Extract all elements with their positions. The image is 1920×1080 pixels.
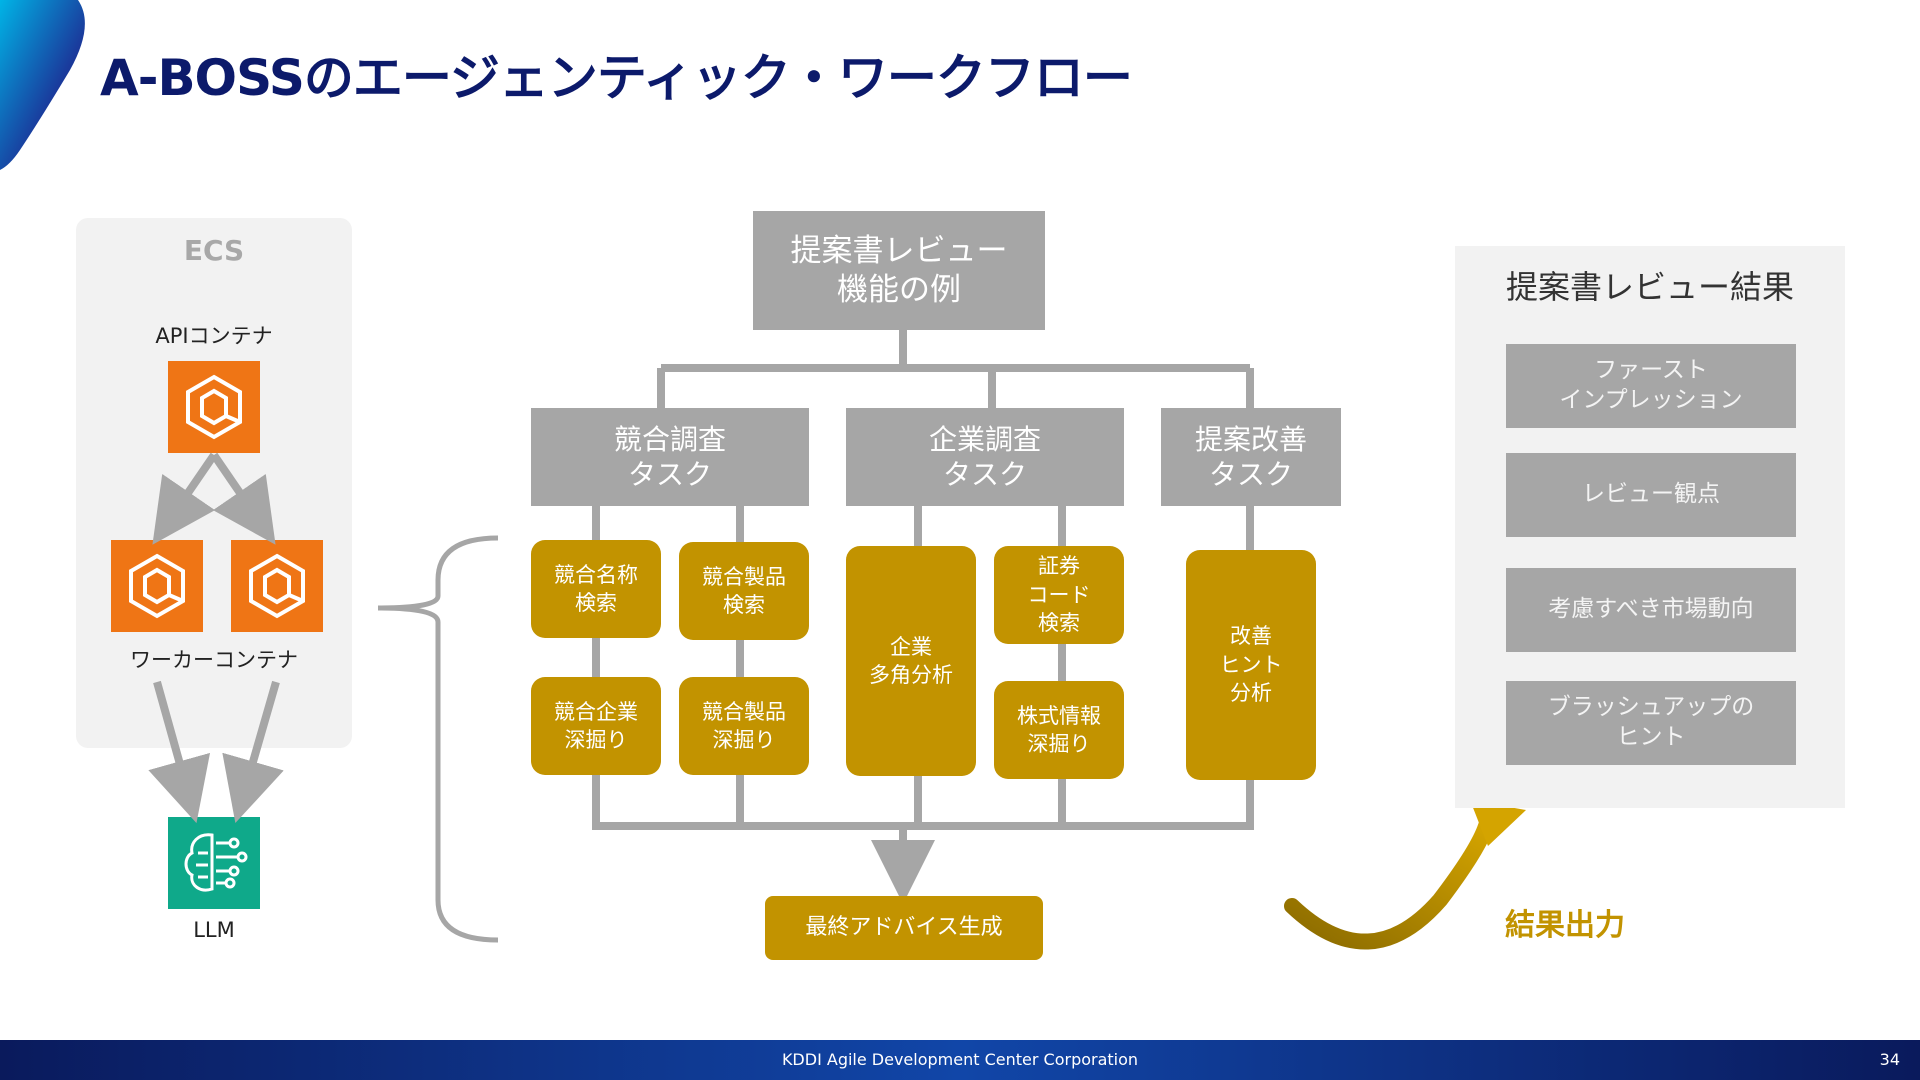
- result-output-arrowhead: [1470, 800, 1526, 846]
- worker-container-label: ワーカーコンテナ: [130, 648, 298, 672]
- arrow-worker-to-llm-left: [148, 680, 211, 824]
- result-first-impression: ファースト インプレッション: [1506, 344, 1796, 428]
- api-container-label: APIコンテナ: [155, 324, 273, 348]
- worker-container-icon: [111, 540, 203, 632]
- ecs-title: ECS: [183, 234, 245, 267]
- workflow-brace: [377, 535, 499, 943]
- result-brushup-hints: ブラッシュアップの ヒント: [1506, 681, 1796, 765]
- slide-title: A-BOSSのエージェンティック・ワークフロー: [100, 49, 1133, 107]
- workflow-root: 提案書レビュー 機能の例: [753, 211, 1045, 330]
- ecs-container-icon: [186, 374, 242, 440]
- result-output-label: 結果出力: [1505, 908, 1625, 943]
- task-competitor-research: 競合調査 タスク: [531, 408, 809, 506]
- corner-decoration: [0, 0, 85, 170]
- ecs-container-icon: [129, 553, 185, 619]
- arrow-worker-to-llm-right: [222, 680, 284, 824]
- final-advice-generation: 最終アドバイス生成: [765, 896, 1043, 960]
- arrow-api-to-worker-left: [152, 452, 218, 545]
- api-container-icon: [168, 361, 260, 453]
- llm-icon: [168, 817, 260, 909]
- subtask-competitor-company-deep-dive: 競合企業 深掘り: [531, 677, 661, 775]
- footer-company: KDDI Agile Development Center Corporatio…: [781, 1050, 1139, 1069]
- footer-bar: [0, 1040, 1920, 1080]
- subtask-improvement-hint-analysis: 改善 ヒント 分析: [1186, 550, 1316, 780]
- llm-brain-icon: [184, 833, 248, 892]
- subtask-competitor-name-search: 競合名称 検索: [531, 540, 661, 638]
- result-output-arrow: [1284, 818, 1494, 950]
- task-proposal-improvement: 提案改善 タスク: [1161, 408, 1341, 506]
- worker-container-icon: [231, 540, 323, 632]
- subtask-securities-code-search: 証券 コード 検索: [994, 546, 1124, 644]
- subtask-competitor-product-search: 競合製品 検索: [679, 542, 809, 640]
- task-company-research: 企業調査 タスク: [846, 408, 1124, 506]
- result-review-perspective: レビュー観点: [1506, 453, 1796, 537]
- llm-label: LLM: [193, 918, 235, 942]
- ecs-container-icon: [249, 553, 305, 619]
- page-number: 34: [1879, 1050, 1900, 1069]
- result-market-trends: 考慮すべき市場動向: [1506, 568, 1796, 652]
- subtask-company-multifaceted-analysis: 企業 多角分析: [846, 546, 976, 776]
- arrow-api-to-worker-right: [210, 452, 276, 545]
- subtask-competitor-product-deep-dive: 競合製品 深掘り: [679, 677, 809, 775]
- review-results-title: 提案書レビュー結果: [1505, 268, 1794, 306]
- subtask-stock-info-deep-dive: 株式情報 深掘り: [994, 681, 1124, 779]
